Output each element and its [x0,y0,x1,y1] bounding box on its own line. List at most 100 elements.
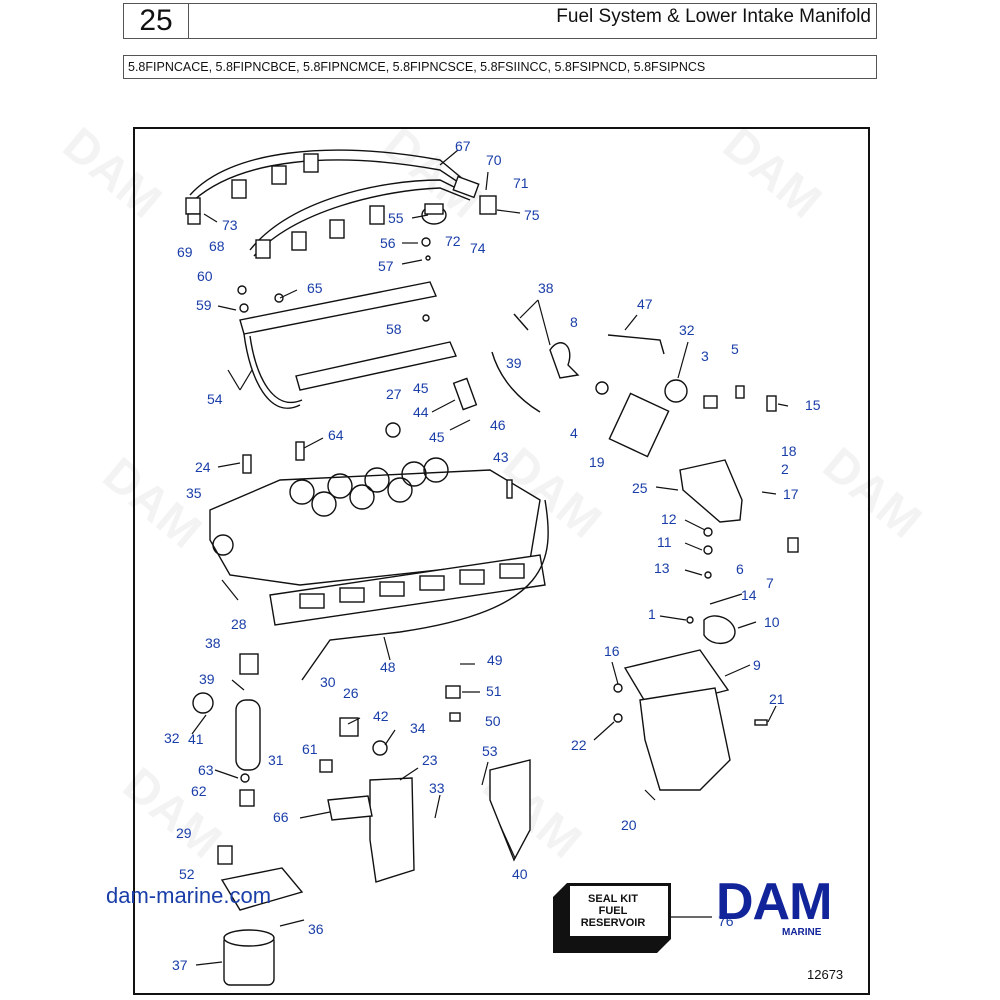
callout-28: 28 [231,616,247,632]
callout-67: 67 [455,138,471,154]
callout-58: 58 [386,321,402,337]
mounting-brackets [319,685,531,883]
callout-74: 74 [470,240,486,256]
callout-46: 46 [490,417,506,433]
seal-kit-line: SEAL KIT [588,893,638,905]
callout-25: 25 [632,480,648,496]
callout-22: 22 [571,737,587,753]
fuel-rails [237,281,457,409]
seal-kit-label: SEAL KIT FUEL RESERVOIR [575,893,651,929]
callout-72: 72 [445,233,461,249]
section-number: 25 [123,3,189,39]
callout-40: 40 [512,866,528,882]
callout-7: 7 [766,575,774,591]
callout-33: 33 [429,780,445,796]
callout-71: 71 [513,175,529,191]
seal-kit-box-icon [553,883,671,953]
fuel-lines [301,313,665,681]
callout-36: 36 [308,921,324,937]
callout-11: 11 [657,534,672,550]
callout-19: 19 [589,454,605,470]
callout-49: 49 [487,652,503,668]
callout-39: 39 [199,671,215,687]
lower-fuel-pump [192,653,261,807]
callout-53: 53 [482,743,498,759]
callout-16: 16 [604,643,620,659]
callout-62: 62 [191,783,207,799]
callout-labels: 67 70 71 75 73 68 69 55 72 74 56 57 60 6… [164,138,821,973]
callout-50: 50 [485,713,501,729]
callout-38: 38 [538,280,554,296]
callout-43: 43 [493,449,509,465]
callout-30: 30 [320,674,336,690]
callout-70: 70 [486,152,502,168]
callout-73: 73 [222,217,238,233]
callout-76: 76 [718,913,734,929]
pressure-regulator [421,203,447,261]
callout-59: 59 [196,297,212,313]
injector-harness [185,149,497,259]
callout-29: 29 [176,825,192,841]
callout-51: 51 [486,683,502,699]
callout-23: 23 [422,752,438,768]
callout-14: 14 [741,587,757,603]
callout-55: 55 [388,210,404,226]
callout-6: 6 [736,561,744,577]
callout-42: 42 [373,708,389,724]
callout-17: 17 [783,486,799,502]
website-link[interactable]: dam-marine.com [106,883,272,908]
watermark: DAM [53,118,171,229]
callout-61: 61 [302,741,318,757]
watermark: DAM [713,118,831,229]
callout-13: 13 [654,560,670,576]
callout-56: 56 [380,235,396,251]
callout-52: 52 [179,866,195,882]
model-list: 5.8FIPNCACE, 5.8FIPNCBCE, 5.8FIPNCMCE, 5… [123,55,877,79]
callout-35: 35 [186,485,202,501]
callout-24: 24 [195,459,211,475]
callout-3: 3 [701,348,709,364]
callout-37: 37 [172,957,188,973]
callout-45: 45 [429,429,445,445]
callout-9: 9 [753,657,761,673]
callout-47: 47 [637,296,653,312]
diagram-frame [133,127,870,995]
fuel-injector [385,377,478,438]
seal-kit-line: FUEL [598,905,628,917]
callout-45: 45 [413,380,429,396]
callout-48: 48 [380,659,396,675]
callout-8: 8 [570,314,578,330]
callout-41: 41 [188,731,204,747]
callout-18: 18 [781,443,797,459]
callout-21: 21 [769,691,785,707]
callout-64: 64 [328,427,344,443]
fuel-pump-assembly [549,342,799,644]
callout-1: 1 [648,606,656,622]
page-title: Fuel System & Lower Intake Manifold [188,3,877,39]
callout-20: 20 [621,817,637,833]
callout-44: 44 [413,404,429,420]
callout-26: 26 [343,685,359,701]
callout-10: 10 [764,614,780,630]
callout-34: 34 [410,720,426,736]
callout-69: 69 [177,244,193,260]
callout-32: 32 [164,730,180,746]
figure-number: 12673 [807,967,844,982]
callout-2: 2 [781,461,789,477]
callout-39: 39 [506,355,522,371]
fuel-reservoir [613,649,768,791]
callout-5: 5 [731,341,739,357]
watermark: DAM [813,438,931,549]
dam-logo: DAM [716,873,832,931]
callout-12: 12 [661,511,677,527]
callout-4: 4 [570,425,578,441]
callout-60: 60 [197,268,213,284]
callout-38: 38 [205,635,221,651]
callout-32: 32 [679,322,695,338]
fuel-filter [217,845,304,986]
callout-31: 31 [268,752,284,768]
watermark: DAM [93,448,211,559]
callout-75: 75 [524,207,540,223]
callout-57: 57 [378,258,394,274]
